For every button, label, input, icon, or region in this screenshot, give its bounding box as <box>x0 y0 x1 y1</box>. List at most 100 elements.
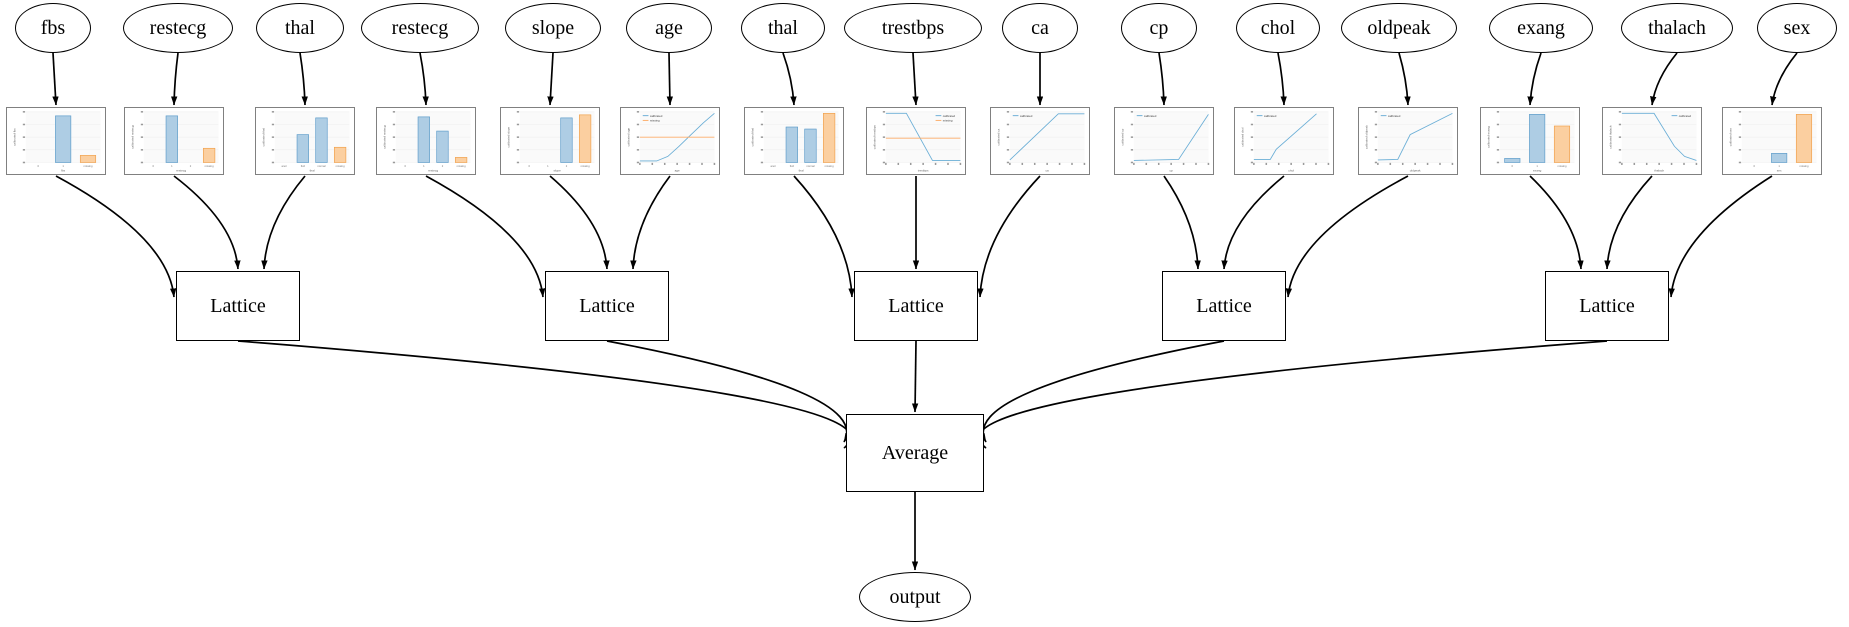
feature-node-sex-14[interactable]: sex <box>1757 3 1837 53</box>
lattice-node-1-label: Lattice <box>579 294 635 317</box>
svg-text:fixd: fixd <box>790 164 795 168</box>
feature-node-thal-2-label: thal <box>285 16 315 39</box>
svg-text:calibrated trestbps: calibrated trestbps <box>872 125 876 150</box>
graph-edge <box>977 175 1041 298</box>
svg-text:calibrated oldpeak: calibrated oldpeak <box>1364 125 1368 149</box>
feature-node-cp-9[interactable]: cp <box>1121 3 1197 53</box>
graph-edge <box>261 175 306 270</box>
lattice-node-0[interactable]: Lattice <box>176 271 300 341</box>
feature-node-age-5[interactable]: age <box>626 3 712 53</box>
svg-text:calibrated: calibrated <box>1264 114 1277 118</box>
svg-text:missing: missing <box>943 119 953 123</box>
svg-text:calibrated age: calibrated age <box>626 128 630 147</box>
svg-text:0: 0 <box>38 164 40 168</box>
calibrator-plot-cp: calibrated cp cp calibrated <box>1114 107 1214 175</box>
svg-text:missing: missing <box>83 164 93 168</box>
svg-text:missing: missing <box>650 119 660 123</box>
svg-text:thal: thal <box>310 169 315 173</box>
feature-node-exang-12[interactable]: exang <box>1489 3 1593 53</box>
lattice-node-3[interactable]: Lattice <box>1162 271 1286 341</box>
graph-edge <box>547 52 554 106</box>
svg-text:0: 0 <box>152 164 154 168</box>
graph-edge <box>912 52 919 106</box>
feature-node-ca-8-label: ca <box>1031 16 1049 39</box>
svg-text:calibrated cp: calibrated cp <box>1120 128 1124 145</box>
svg-text:0: 0 <box>1512 164 1514 168</box>
feature-node-fbs-0-label: fbs <box>40 16 66 39</box>
graph-edge <box>1770 52 1798 106</box>
svg-text:calibrated: calibrated <box>1679 114 1692 118</box>
svg-text:2: 2 <box>190 164 192 168</box>
svg-text:fbs: fbs <box>61 169 66 173</box>
feature-node-chol-10[interactable]: chol <box>1236 3 1320 53</box>
svg-text:ca: ca <box>1046 169 1050 173</box>
feature-node-ca-8[interactable]: ca <box>1002 3 1078 53</box>
svg-text:slope: slope <box>553 169 561 173</box>
graph-edge <box>630 175 671 270</box>
svg-text:calibrated chol: calibrated chol <box>1240 127 1244 146</box>
svg-text:exang: exang <box>1533 169 1542 173</box>
graph-edge <box>299 52 308 106</box>
graph-edge <box>911 340 919 413</box>
graph-edge <box>666 52 674 106</box>
graph-edge <box>1158 52 1167 106</box>
svg-text:calibrated thalach: calibrated thalach <box>1608 125 1612 149</box>
graph-edge <box>1650 52 1678 106</box>
lattice-node-2[interactable]: Lattice <box>854 271 978 341</box>
svg-text:1: 1 <box>1778 164 1780 168</box>
svg-text:fixd: fixd <box>301 164 306 168</box>
feature-node-thalach-13-label: thalach <box>1648 16 1706 39</box>
svg-text:missing: missing <box>581 164 591 168</box>
lattice-node-1[interactable]: Lattice <box>545 271 669 341</box>
feature-node-sex-14-label: sex <box>1783 16 1811 39</box>
svg-text:1: 1 <box>62 164 64 168</box>
graph-edge <box>419 52 429 106</box>
svg-text:calibrated exang: calibrated exang <box>1486 126 1490 148</box>
feature-node-age-5-label: age <box>655 16 683 39</box>
feature-node-restecg-3[interactable]: restecg <box>361 3 479 53</box>
feature-node-thal-2[interactable]: thal <box>256 3 344 53</box>
graph-edge <box>1277 52 1287 106</box>
output-node[interactable]: output <box>859 572 971 622</box>
graph-edge <box>1668 175 1773 298</box>
svg-text:calibrated thal: calibrated thal <box>750 128 754 147</box>
svg-text:calibrated restecg: calibrated restecg <box>382 125 386 149</box>
feature-node-trestbps-7-label: trestbps <box>881 16 945 39</box>
lattice-node-4[interactable]: Lattice <box>1545 271 1669 341</box>
svg-text:calibrated: calibrated <box>1144 114 1157 118</box>
feature-node-restecg-1-label: restecg <box>149 16 207 39</box>
svg-text:missing: missing <box>825 164 835 168</box>
feature-node-fbs-0[interactable]: fbs <box>15 3 91 53</box>
svg-text:oldpeak: oldpeak <box>1410 169 1421 173</box>
svg-text:2: 2 <box>566 164 568 168</box>
svg-text:1: 1 <box>1536 164 1538 168</box>
svg-text:1: 1 <box>171 164 173 168</box>
graph-edge <box>1285 175 1409 298</box>
feature-node-thal-6-label: thal <box>768 16 798 39</box>
graph-edge <box>1527 52 1542 106</box>
graph-edge <box>782 52 797 106</box>
svg-text:trestbps: trestbps <box>918 169 929 173</box>
svg-text:missing: missing <box>205 164 215 168</box>
svg-text:calibrated ca: calibrated ca <box>996 128 1000 145</box>
svg-text:cp: cp <box>1170 169 1174 173</box>
feature-node-slope-4[interactable]: slope <box>505 3 601 53</box>
feature-node-thalach-13[interactable]: thalach <box>1621 3 1733 53</box>
graph-edge <box>978 340 1225 443</box>
feature-node-oldpeak-11[interactable]: oldpeak <box>1341 3 1457 53</box>
svg-text:1: 1 <box>423 164 425 168</box>
feature-node-thal-6[interactable]: thal <box>741 3 825 53</box>
average-node[interactable]: Average <box>846 414 984 492</box>
svg-text:2: 2 <box>442 164 444 168</box>
graph-edge <box>173 175 241 270</box>
graph-edge <box>170 52 179 106</box>
feature-node-trestbps-7[interactable]: trestbps <box>844 3 982 53</box>
feature-node-restecg-1[interactable]: restecg <box>123 3 233 53</box>
